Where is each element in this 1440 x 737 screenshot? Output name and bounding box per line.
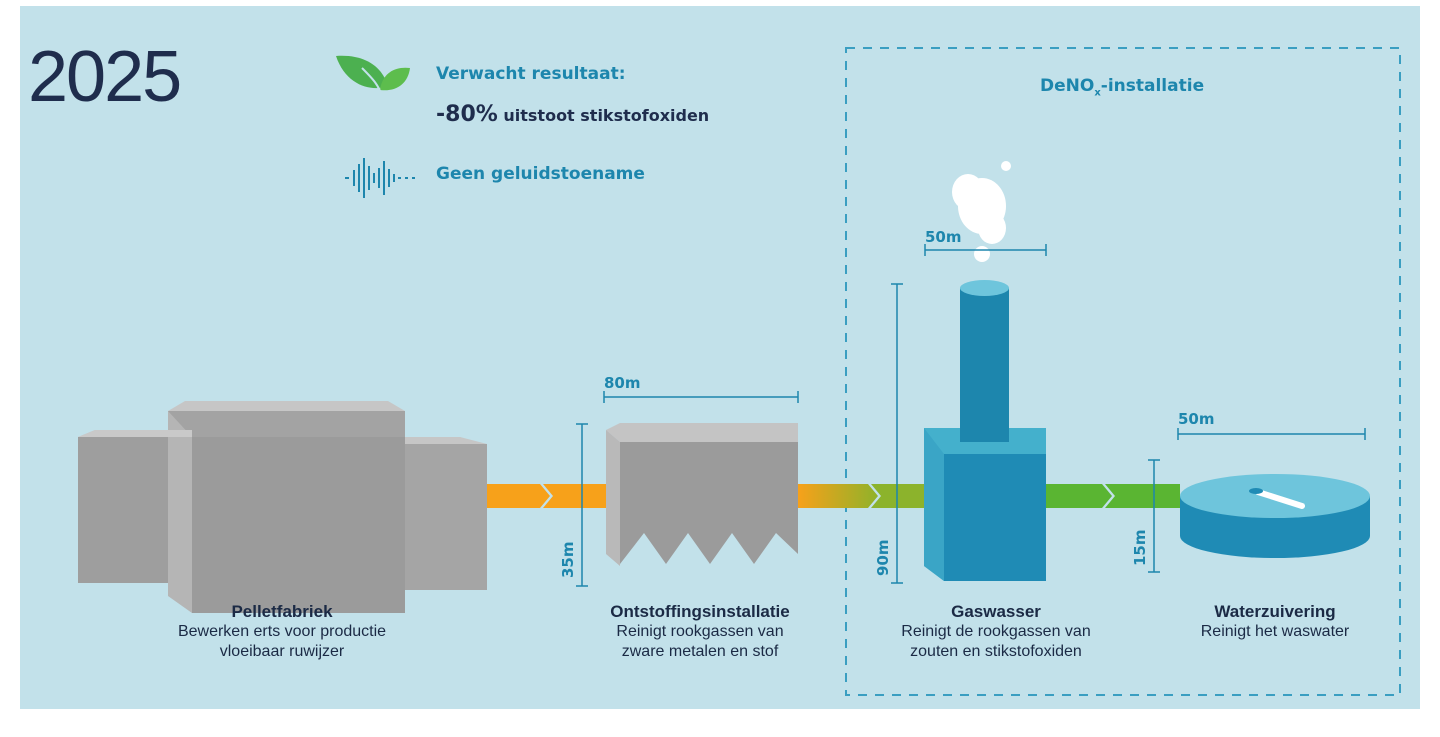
pelletfabriek-building — [78, 401, 487, 613]
flow-pipe-1 — [487, 484, 615, 508]
caption-line: Reinigt het waswater — [1200, 623, 1350, 640]
caption-title: Ontstoffingsinstallatie — [610, 602, 790, 621]
dim-line-water-height — [1148, 459, 1160, 573]
result-text: uitstoot stikstofoxiden — [503, 106, 710, 125]
deno-label-sub: x — [1094, 87, 1101, 99]
dim-label-plume-width: 50m — [925, 228, 962, 246]
caption-ontstoffing: Ontstoffingsinstallatie Reinigt rookgass… — [560, 602, 840, 662]
result-line: -80% uitstoot stikstofoxiden — [436, 102, 709, 127]
dim-line-ontstoffing-width — [603, 391, 799, 403]
dim-line-plume-width — [924, 244, 1047, 256]
flow-pipe-3 — [1046, 484, 1180, 508]
caption-pelletfabriek: Pelletfabriek Bewerken erts voor product… — [132, 602, 432, 662]
noise-label: Geen geluidstoename — [436, 164, 645, 184]
leaf-icon — [336, 55, 410, 99]
caption-line: vloeibaar ruwijzer — [219, 643, 345, 660]
caption-line: zware metalen en stof — [621, 643, 779, 660]
flow-pipe-2 — [798, 484, 938, 508]
diagram-panel: 80m 35m 90m 50m 50m 15m 2025 Verwacht re… — [20, 6, 1420, 709]
deno-label-main: DeNO — [1040, 76, 1095, 96]
dim-label-water-height: 15m — [1131, 529, 1149, 566]
dim-label-ontstoffing-width: 80m — [604, 374, 641, 392]
dim-label-ontstoffing-height: 35m — [559, 541, 577, 578]
caption-title: Gaswasser — [951, 602, 1041, 621]
caption-line: zouten en stikstofoxiden — [910, 643, 1082, 660]
dim-line-chimney-height — [891, 283, 903, 584]
deno-label-suffix: -installatie — [1100, 76, 1205, 96]
result-label: Verwacht resultaat: — [436, 64, 626, 84]
dim-label-water-width: 50m — [1178, 410, 1215, 428]
ontstoffing-building — [606, 423, 798, 566]
dim-label-chimney-height: 90m — [874, 539, 892, 576]
deno-dashed-box — [845, 47, 1401, 696]
caption-line: Reinigt rookgassen van — [616, 623, 784, 640]
waterzuivering-basin — [1180, 474, 1370, 558]
deno-box-label: DeNOx-installatie — [1040, 76, 1204, 98]
diagram-graphics: 80m 35m 90m 50m 50m 15m — [78, 47, 1401, 696]
year-title: 2025 — [28, 37, 182, 117]
caption-gaswasser: Gaswasser Reinigt de rookgassen van zout… — [856, 602, 1136, 662]
caption-line: Bewerken erts voor productie — [177, 623, 387, 640]
gaswasser-building — [924, 280, 1046, 581]
caption-line: Reinigt de rookgassen van — [901, 623, 1091, 640]
smoke-plume — [952, 161, 1011, 262]
caption-title: Waterzuivering — [1214, 602, 1336, 621]
soundwave-icon — [345, 158, 415, 198]
result-value: -80% — [436, 102, 498, 127]
caption-title: Pelletfabriek — [231, 602, 333, 621]
dim-line-water-width — [1177, 428, 1366, 440]
caption-waterzuivering: Waterzuivering Reinigt het waswater — [1145, 602, 1405, 642]
dim-line-ontstoffing-height — [576, 423, 588, 587]
